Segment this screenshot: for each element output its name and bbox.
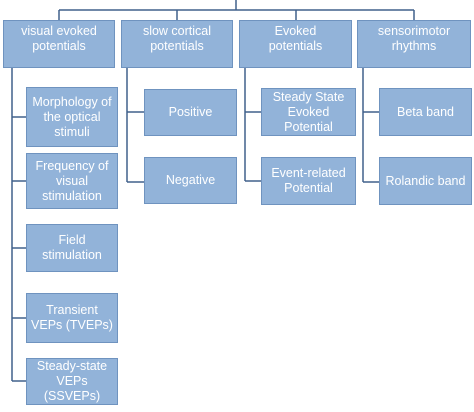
category-evoked-potentials: Evoked potentials — [239, 20, 352, 68]
child-steady-state-evoked-potential: Steady State Evoked Potential — [261, 88, 356, 136]
child-label: Transient VEPs (TVEPs) — [31, 303, 113, 332]
category-slow-cortical-potentials: slow cortical potentials — [121, 20, 233, 68]
child-transient-veps: Transient VEPs (TVEPs) — [26, 293, 118, 343]
child-label: Rolandic band — [385, 173, 466, 188]
child-morphology-of-optical-stimuli: Morphology of the optical stimuli — [26, 87, 118, 147]
child-field-stimulation: Field stimulation — [26, 224, 118, 272]
child-label: Positive — [168, 105, 213, 119]
child-label: Frequency of visual stimulation — [35, 158, 109, 203]
child-rolandic-band: Rolandic band — [379, 157, 472, 205]
child-label: Beta band — [397, 104, 454, 119]
child-steady-state-veps: Steady-state VEPs (SSVEPs) — [26, 358, 118, 405]
child-label: Morphology of the optical stimuli — [32, 94, 112, 139]
category-label: slow cortical potentials — [142, 24, 212, 53]
category-label: visual evoked potentials — [21, 24, 97, 53]
child-label: Field stimulation — [42, 233, 102, 262]
child-negative: Negative — [144, 157, 237, 204]
child-positive: Positive — [144, 89, 237, 136]
category-label: Evoked potentials — [268, 24, 323, 53]
child-event-related-potential: Event-related Potential — [261, 157, 356, 205]
child-label: Steady State Evoked Potential — [272, 89, 345, 134]
child-beta-band: Beta band — [379, 88, 472, 136]
category-label: sensorimotor rhythms — [377, 24, 451, 53]
child-label: Steady-state VEPs (SSVEPs) — [36, 359, 108, 403]
child-label: Negative — [165, 173, 216, 187]
category-visual-evoked-potentials: visual evoked potentials — [3, 20, 115, 68]
category-sensorimotor-rhythms: sensorimotor rhythms — [357, 20, 471, 68]
child-frequency-of-visual-stimulation: Frequency of visual stimulation — [26, 153, 118, 209]
child-label: Event-related Potential — [271, 166, 346, 195]
